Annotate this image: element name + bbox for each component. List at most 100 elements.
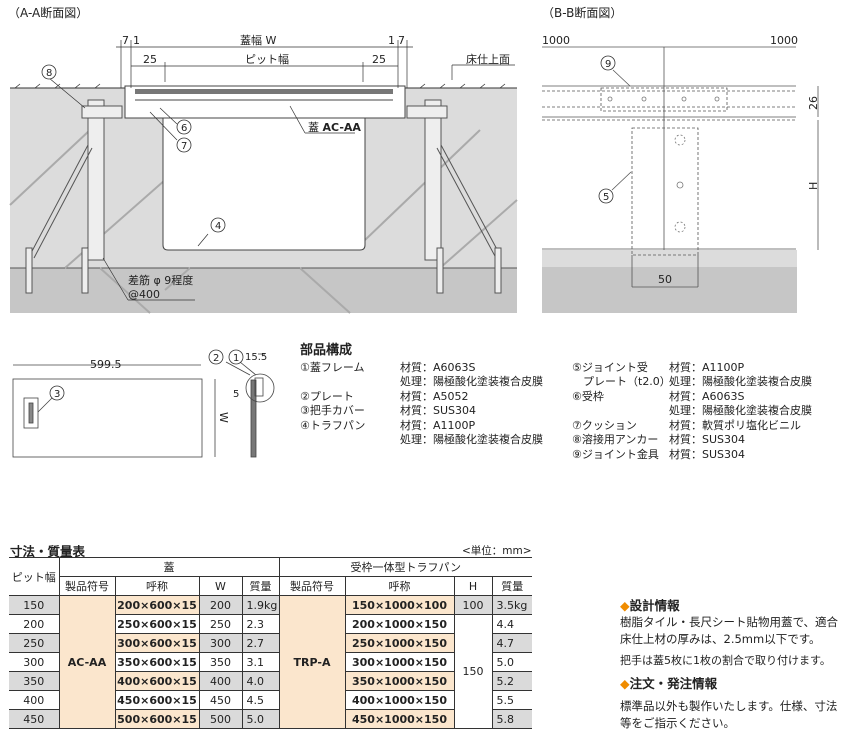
dim-599-5: 599.5 bbox=[90, 358, 122, 371]
dim-1000-left: 1000 bbox=[542, 34, 570, 47]
dim-h: H bbox=[807, 182, 820, 190]
cell-trough-mass: 5.2 bbox=[491, 671, 532, 691]
order-info-text: 標準品以外も製作いたします。仕様、寸法等をご指示ください。 bbox=[620, 699, 838, 730]
cell-h: 100 bbox=[453, 595, 493, 615]
cell-w: 250 bbox=[198, 614, 243, 634]
dim-5: 5 bbox=[233, 389, 239, 400]
cell-cover-mass: 2.7 bbox=[241, 633, 280, 653]
part-spec: 材質：SUS304 bbox=[669, 433, 746, 446]
cell-trough-code: TRP-A bbox=[278, 595, 346, 729]
floor-level-label: 床仕上面 bbox=[466, 52, 510, 66]
section-aa-title: （A-A断面図） bbox=[8, 5, 88, 20]
design-info-handle: 把手は蓋5枚に1枚の割合で取り付けます。 bbox=[620, 654, 831, 667]
dim-25-left: 25 bbox=[143, 53, 157, 66]
part-name: ⑤ジョイント受 bbox=[572, 360, 648, 374]
cell-w: 200 bbox=[198, 595, 243, 615]
part-spec: 処理：陽極酸化塗装複合皮膜 bbox=[400, 433, 543, 446]
cell-cover-mass: 5.0 bbox=[241, 709, 280, 729]
table-title: 寸法・質量表 bbox=[10, 544, 86, 559]
header-mass: 質量 bbox=[241, 576, 280, 596]
callout-7: 7 bbox=[181, 141, 187, 152]
part-spec: 処理：陽極酸化塗装複合皮膜 bbox=[669, 404, 812, 417]
part-spec: 材質：A6063S bbox=[669, 389, 745, 403]
cell-w: 300 bbox=[198, 633, 243, 653]
cell-trough-mass: 5.8 bbox=[491, 709, 532, 729]
part-name: ⑨ジョイント金具 bbox=[572, 447, 659, 461]
cell-pit: 350 bbox=[9, 671, 60, 691]
design-info-text: 樹脂タイル・長尺シート貼物用蓋で、適合床仕上材の厚みは、2.5mm以下です。 bbox=[620, 615, 839, 646]
callout-1: 1 bbox=[233, 353, 239, 364]
cell-pit: 400 bbox=[9, 690, 60, 710]
part-name: ⑥受枠 bbox=[572, 389, 604, 403]
cover-label: 蓋 AC-AA bbox=[308, 121, 361, 134]
parts-list: 部品構成 ①蓋フレーム材質：A6063S 処理：陽極酸化塗装複合皮膜 ②プレート… bbox=[300, 343, 812, 462]
part-name: ④トラフパン bbox=[300, 418, 366, 432]
rebar-pitch-label: @400 bbox=[128, 288, 160, 301]
diamond-icon: ◆ bbox=[620, 598, 630, 613]
cell-cover-mass: 4.0 bbox=[241, 671, 280, 691]
part-name: ①蓋フレーム bbox=[300, 360, 365, 374]
cell-cover-name: 350×600×15 bbox=[114, 652, 200, 672]
dim-1-left: 1 bbox=[133, 34, 140, 47]
part-spec: 材質：軟質ポリ塩化ビニル bbox=[669, 418, 801, 432]
table-unit: <単位：mm> bbox=[462, 545, 532, 557]
part-name-cont: プレート（t2.0） bbox=[572, 375, 671, 388]
dim-7-right: 7 bbox=[398, 34, 405, 47]
cell-cover-name: 500×600×15 bbox=[114, 709, 200, 729]
cell-cover-name: 200×600×15 bbox=[114, 595, 200, 615]
cell-trough-name: 450×1000×150 bbox=[344, 709, 455, 729]
design-info-heading: ◆設計情報 bbox=[620, 598, 680, 613]
part-name: ②プレート bbox=[300, 389, 354, 403]
cell-pit: 300 bbox=[9, 652, 60, 672]
header-name: 呼称 bbox=[114, 576, 200, 596]
cell-cover-name: 300×600×15 bbox=[114, 633, 200, 653]
dim-1-right: 1 bbox=[388, 34, 395, 47]
callout-2: 2 bbox=[213, 353, 219, 364]
cell-cover-mass: 1.9kg bbox=[241, 595, 280, 615]
callout-6: 6 bbox=[181, 123, 187, 134]
dim-50: 50 bbox=[658, 273, 672, 286]
part-name: ③把手カバー bbox=[300, 404, 365, 417]
header-pit: ピット幅 bbox=[9, 557, 60, 596]
header-mass: 質量 bbox=[491, 576, 532, 596]
cell-trough-mass: 5.5 bbox=[491, 690, 532, 710]
diamond-icon: ◆ bbox=[620, 676, 630, 691]
header-name: 呼称 bbox=[344, 576, 455, 596]
cell-cover-mass: 4.5 bbox=[241, 690, 280, 710]
cell-cover-name: 250×600×15 bbox=[114, 614, 200, 634]
header-trough: 受枠一体型トラフパン bbox=[278, 557, 532, 577]
cell-trough-mass: 5.0 bbox=[491, 652, 532, 672]
cell-cover-code: AC-AA bbox=[58, 595, 116, 729]
part-spec: 処理：陽極酸化塗装複合皮膜 bbox=[400, 375, 543, 388]
cell-cover-mass: 2.3 bbox=[241, 614, 280, 634]
callout-3: 3 bbox=[54, 389, 60, 400]
cell-w: 450 bbox=[198, 690, 243, 710]
section-bb-title: （B-B断面図） bbox=[542, 5, 622, 20]
cell-trough-mass: 4.7 bbox=[491, 633, 532, 653]
cell-pit: 150 bbox=[9, 595, 60, 615]
cell-trough-name: 300×1000×150 bbox=[344, 652, 455, 672]
dim-26: 26 bbox=[807, 96, 820, 110]
header-code: 製品符号 bbox=[58, 576, 116, 596]
part-name: ⑦クッション bbox=[572, 418, 637, 432]
dim-7-left: 7 bbox=[122, 34, 129, 47]
cover-plan-view: 599.5 W 15.5 5 3 2 1 bbox=[12, 349, 275, 458]
header-cover: 蓋 bbox=[58, 557, 280, 577]
section-bb-drawing: （B-B断面図） 1000 1000 26 H 50 9 5 bbox=[542, 5, 820, 313]
cell-cover-name: 400×600×15 bbox=[114, 671, 200, 691]
cell-trough-name: 400×1000×150 bbox=[344, 690, 455, 710]
cell-h-merged: 150 bbox=[453, 614, 493, 729]
callout-9: 9 bbox=[605, 59, 611, 70]
part-spec: 材質：A1100P bbox=[400, 418, 476, 432]
header-code: 製品符号 bbox=[278, 576, 346, 596]
part-spec: 材質：A1100P bbox=[669, 360, 745, 374]
cell-trough-name: 200×1000×150 bbox=[344, 614, 455, 634]
part-spec: 処理：陽極酸化塗装複合皮膜 bbox=[669, 375, 812, 388]
dim-w: W bbox=[217, 412, 230, 423]
